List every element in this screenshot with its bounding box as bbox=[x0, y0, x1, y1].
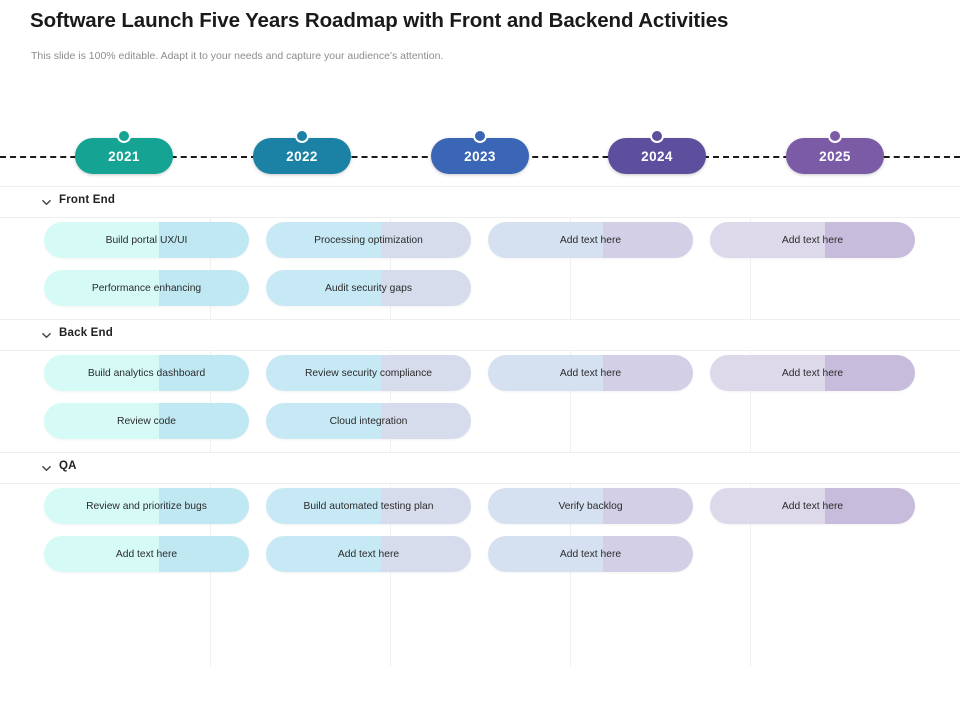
task-pill-label: Add text here bbox=[108, 549, 185, 560]
task-pill-label: Add text here bbox=[330, 549, 407, 560]
task-row: Performance enhancing Audit security gaps bbox=[0, 266, 960, 314]
task-pill[interactable]: Build portal UX/UI bbox=[44, 222, 249, 258]
task-pill[interactable]: Audit security gaps bbox=[266, 270, 471, 306]
task-pill-label: Audit security gaps bbox=[317, 283, 420, 294]
timeline: 2021 2022 2023 2024 2025 bbox=[0, 120, 960, 186]
timeline-year-2021[interactable]: 2021 bbox=[75, 138, 173, 174]
task-pill[interactable]: Build automated testing plan bbox=[266, 488, 471, 524]
task-pill[interactable]: Add text here bbox=[488, 222, 693, 258]
chevron-down-icon[interactable] bbox=[42, 331, 51, 340]
section-label: Back End bbox=[59, 327, 113, 339]
timeline-marker-dot-2022 bbox=[295, 129, 309, 143]
task-row: Review and prioritize bugs Build automate… bbox=[0, 484, 960, 532]
timeline-year-label: 2022 bbox=[286, 149, 318, 164]
task-pill[interactable]: Add text here bbox=[44, 536, 249, 572]
task-row: Build portal UX/UI Processing optimizatio… bbox=[0, 218, 960, 266]
task-pill[interactable]: Performance enhancing bbox=[44, 270, 249, 306]
task-pill-label: Add text here bbox=[552, 549, 629, 560]
task-pill-label: Add text here bbox=[552, 368, 629, 379]
timeline-marker-dot-2025 bbox=[828, 129, 842, 143]
task-pill[interactable]: Processing optimization bbox=[266, 222, 471, 258]
task-pill[interactable]: Cloud integration bbox=[266, 403, 471, 439]
timeline-marker-dot-2021 bbox=[117, 129, 131, 143]
task-pill[interactable]: Verify backlog bbox=[488, 488, 693, 524]
task-pill[interactable]: Review security compliance bbox=[266, 355, 471, 391]
task-pill[interactable]: Add text here bbox=[488, 536, 693, 572]
timeline-year-label: 2023 bbox=[464, 149, 496, 164]
task-pill[interactable]: Add text here bbox=[488, 355, 693, 391]
timeline-year-label: 2024 bbox=[641, 149, 673, 164]
task-pill[interactable]: Add text here bbox=[710, 222, 915, 258]
task-pill[interactable]: Review and prioritize bugs bbox=[44, 488, 249, 524]
task-pill-label: Build analytics dashboard bbox=[80, 368, 213, 379]
timeline-marker-dot-2024 bbox=[650, 129, 664, 143]
task-pill[interactable]: Build analytics dashboard bbox=[44, 355, 249, 391]
task-pill-label: Performance enhancing bbox=[84, 283, 209, 294]
chevron-down-icon[interactable] bbox=[42, 464, 51, 473]
task-row: Add text here Add text here Add text here bbox=[0, 532, 960, 580]
timeline-year-2023[interactable]: 2023 bbox=[431, 138, 529, 174]
timeline-year-2022[interactable]: 2022 bbox=[253, 138, 351, 174]
task-pill-label: Add text here bbox=[552, 235, 629, 246]
timeline-marker-dot-2023 bbox=[473, 129, 487, 143]
task-pill[interactable]: Add text here bbox=[710, 488, 915, 524]
page-title: Software Launch Five Years Roadmap with … bbox=[30, 9, 728, 33]
section-back-end: Back EndBuild analytics dashboardReview … bbox=[0, 319, 960, 447]
task-pill-label: Review security compliance bbox=[297, 368, 440, 379]
task-pill[interactable]: Add text here bbox=[710, 355, 915, 391]
page-subtitle: This slide is 100% editable. Adapt it to… bbox=[31, 50, 443, 62]
task-pill-label: Build portal UX/UI bbox=[98, 235, 196, 246]
section-header-back-end[interactable]: Back End bbox=[0, 319, 960, 351]
timeline-year-label: 2021 bbox=[108, 149, 140, 164]
task-row: Build analytics dashboard Review security… bbox=[0, 351, 960, 399]
section-front-end: Front EndBuild portal UX/UI Processing op… bbox=[0, 186, 960, 314]
section-label: Front End bbox=[59, 194, 115, 206]
section-header-qa[interactable]: QA bbox=[0, 452, 960, 484]
section-qa: QA Review and prioritize bugs Build automa… bbox=[0, 452, 960, 580]
task-pill[interactable]: Add text here bbox=[266, 536, 471, 572]
timeline-year-label: 2025 bbox=[819, 149, 851, 164]
task-pill-label: Review and prioritize bugs bbox=[78, 501, 215, 512]
task-pill-label: Review code bbox=[109, 416, 184, 427]
section-header-front-end[interactable]: Front End bbox=[0, 186, 960, 218]
timeline-year-2025[interactable]: 2025 bbox=[786, 138, 884, 174]
task-pill-label: Add text here bbox=[774, 235, 851, 246]
chevron-down-icon[interactable] bbox=[42, 198, 51, 207]
timeline-year-2024[interactable]: 2024 bbox=[608, 138, 706, 174]
task-pill-label: Cloud integration bbox=[322, 416, 416, 427]
section-label: QA bbox=[59, 460, 77, 472]
task-pill-label: Build automated testing plan bbox=[296, 501, 442, 512]
task-pill[interactable]: Review code bbox=[44, 403, 249, 439]
task-row: Review code Cloud integration bbox=[0, 399, 960, 447]
task-pill-label: Verify backlog bbox=[550, 501, 630, 512]
task-pill-label: Add text here bbox=[774, 368, 851, 379]
task-pill-label: Add text here bbox=[774, 501, 851, 512]
task-pill-label: Processing optimization bbox=[306, 235, 431, 246]
